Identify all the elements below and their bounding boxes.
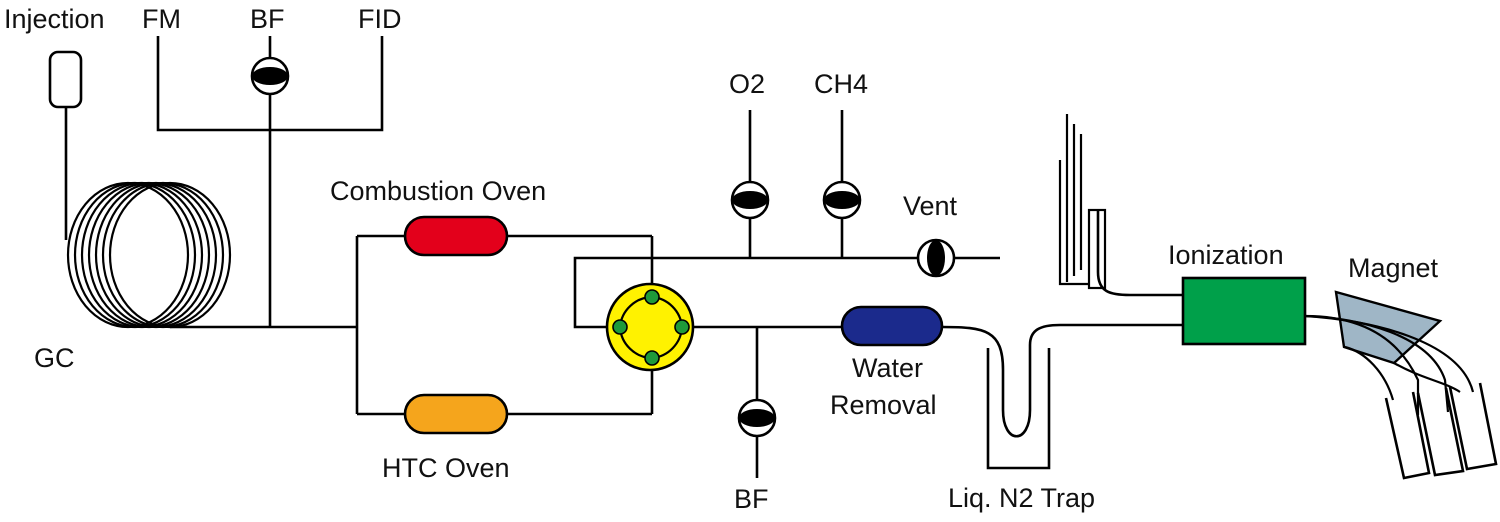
ionization-source <box>1181 276 1307 346</box>
flight-tube-outer <box>1393 362 1461 393</box>
label-water-removal-line2: Removal <box>830 390 937 420</box>
label-ch4: CH4 <box>814 69 868 99</box>
water-removal <box>840 305 944 347</box>
vent-line <box>573 256 1000 329</box>
label-ionization: Ionization <box>1168 240 1284 270</box>
gc-column-coil <box>66 181 232 329</box>
valve-bf-bottom <box>737 398 777 438</box>
valve-bf-top <box>250 56 290 96</box>
flight-tube-inner <box>1344 345 1395 401</box>
label-fid: FID <box>358 4 402 34</box>
valve-o2 <box>730 180 770 220</box>
trap-capillary <box>941 323 1183 438</box>
valve-port-left <box>612 319 628 335</box>
htc-oven <box>403 393 509 435</box>
label-magnet: Magnet <box>1348 253 1439 283</box>
label-o2: O2 <box>729 69 765 99</box>
faraday-collectors <box>1384 382 1498 480</box>
switching-valve <box>605 282 695 372</box>
valve-ch4 <box>822 180 862 220</box>
label-water-removal-line1: Water <box>852 353 923 383</box>
label-vent: Vent <box>903 191 958 221</box>
valve-port-bottom <box>644 350 660 366</box>
label-bf-bottom: BF <box>734 484 769 514</box>
label-bf-top: BF <box>250 4 285 34</box>
reference-open-split <box>1058 114 1183 297</box>
label-fm: FM <box>142 4 181 34</box>
injection-port <box>48 50 83 109</box>
combustion-oven <box>403 215 509 257</box>
valve-port-top <box>644 289 660 305</box>
label-combustion-oven: Combustion Oven <box>330 176 546 206</box>
valve-port-right <box>674 319 690 335</box>
label-injection: Injection <box>4 4 105 34</box>
label-liq-n2-trap: Liq. N2 Trap <box>948 483 1095 513</box>
label-gc: GC <box>34 343 75 373</box>
label-htc-oven: HTC Oven <box>382 453 510 483</box>
valve-vent <box>916 238 956 278</box>
liq-n2-dewar <box>986 348 1051 470</box>
oven-branches <box>355 234 654 416</box>
